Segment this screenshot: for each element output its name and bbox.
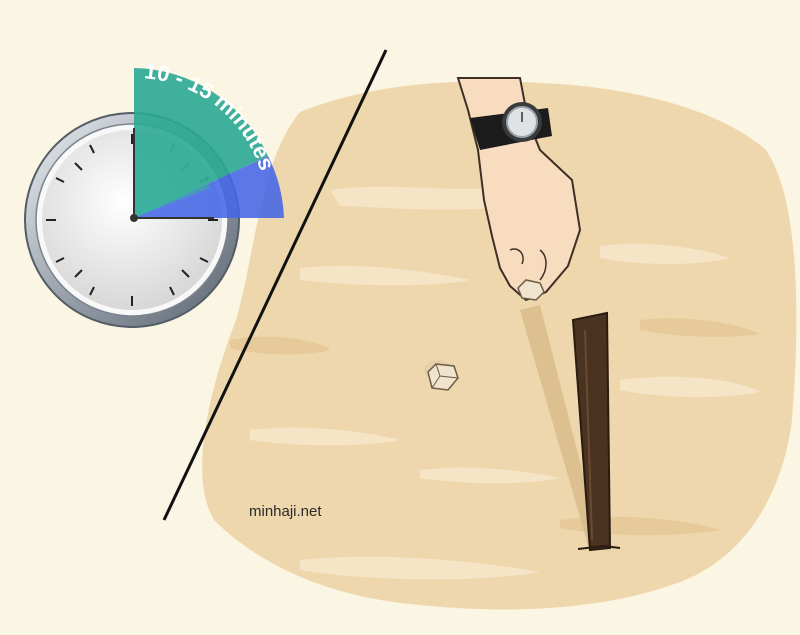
- timer-hub: [130, 214, 138, 222]
- watermark-text: minhaji.net: [249, 503, 322, 520]
